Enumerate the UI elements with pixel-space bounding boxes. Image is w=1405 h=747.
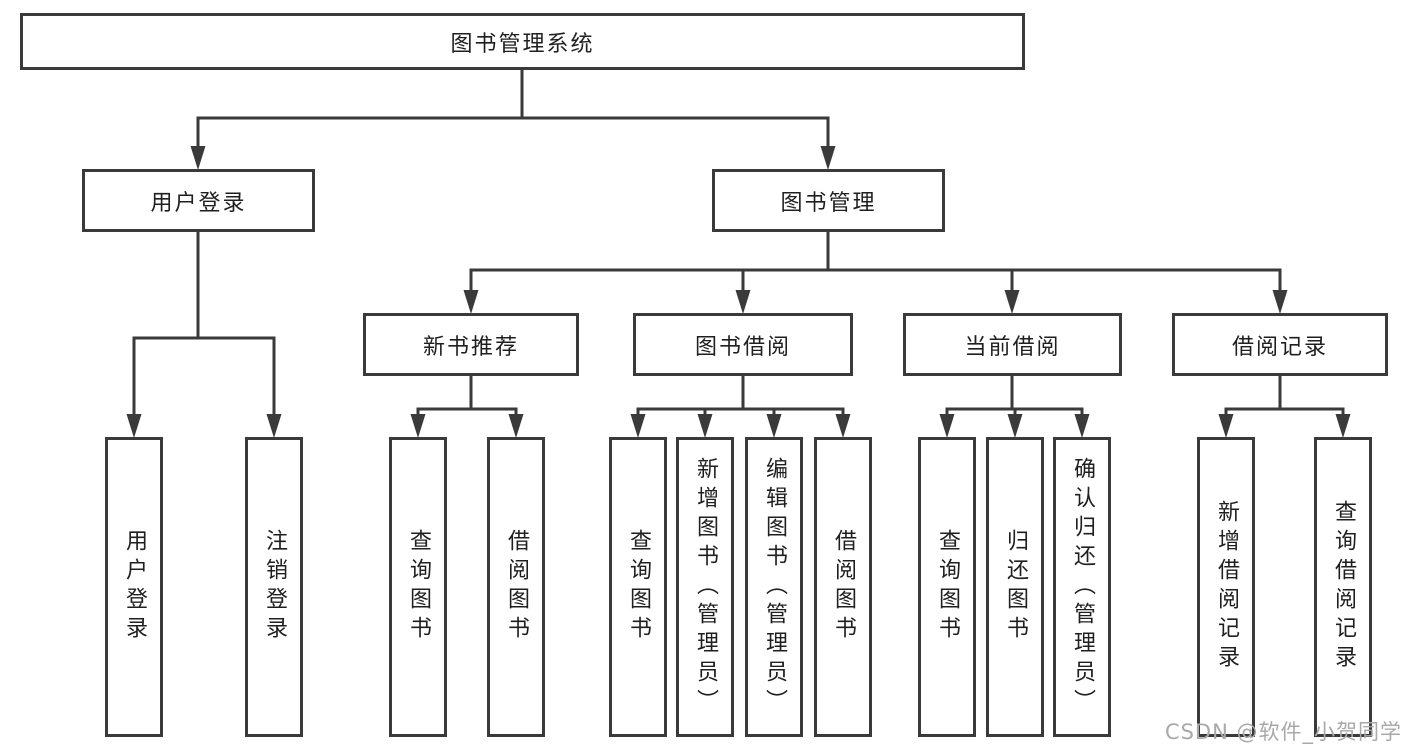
node-label: 查询图书	[935, 529, 960, 645]
arrowheads-book-borrow-leaves	[630, 414, 851, 438]
node-label: 用户登录	[122, 529, 147, 645]
csdn-watermark: CSDN @软件_小贺同学	[1164, 720, 1402, 744]
node-book-management: 图书管理	[712, 169, 945, 232]
node-leaf-edit-books-admin: 编辑图书（管理员）	[745, 437, 803, 737]
node-leaf-add-borrow-record: 新增借阅记录	[1197, 437, 1255, 737]
arrowheads-level3	[463, 290, 1288, 314]
node-library-management-system: 图书管理系统	[20, 13, 1025, 70]
node-label: 新书推荐	[422, 334, 519, 360]
node-leaf-query-borrow-record: 查询借阅记录	[1314, 437, 1372, 737]
connector-book-management-to-level3	[469, 232, 1282, 292]
connector-new-book-recommend-to-leaves	[416, 376, 518, 416]
node-borrow-record: 借阅记录	[1172, 313, 1388, 376]
node-leaf-logout-login: 注销登录	[245, 437, 303, 737]
node-label: 查询图书	[626, 529, 651, 645]
node-new-book-recommend: 新书推荐	[363, 313, 579, 376]
node-leaf-query-books-current: 查询图书	[918, 437, 976, 737]
node-book-borrow: 图书借阅	[633, 313, 853, 376]
node-label: 借阅图书	[831, 529, 856, 645]
arrowheads-borrow-record-leaves	[1218, 414, 1351, 438]
node-label: 图书借阅	[694, 334, 791, 360]
node-label: 查询借阅记录	[1331, 500, 1356, 674]
node-label: 图书管理	[780, 190, 877, 216]
node-leaf-return-books: 归还图书	[986, 437, 1044, 737]
node-leaf-add-books-admin: 新增图书（管理员）	[676, 437, 734, 737]
connector-borrow-record-to-leaves	[1224, 376, 1345, 416]
connector-book-borrow-to-leaves	[636, 376, 845, 416]
node-label: 注销登录	[262, 529, 287, 645]
node-label: 新增图书（管理员）	[693, 456, 718, 718]
node-user-login: 用户登录	[82, 169, 315, 232]
node-label: 借阅记录	[1231, 334, 1328, 360]
node-label: 图书管理系统	[450, 31, 595, 57]
connector-user-login-to-leaves	[132, 232, 276, 416]
node-label: 查询图书	[406, 529, 431, 645]
node-leaf-query-books-recommend: 查询图书	[389, 437, 447, 737]
node-label: 借阅图书	[504, 529, 529, 645]
node-leaf-user-login: 用户登录	[105, 437, 163, 737]
node-label: 编辑图书（管理员）	[762, 456, 787, 718]
node-label: 确认归还（管理员）	[1070, 456, 1095, 718]
connector-current-borrow-to-leaves	[945, 376, 1084, 416]
arrowheads-user-login-leaves	[126, 414, 282, 438]
node-leaf-borrow-books-recommend: 借阅图书	[487, 437, 545, 737]
node-label: 新增借阅记录	[1214, 500, 1239, 674]
connector-root-to-level2	[196, 70, 830, 148]
node-label: 归还图书	[1003, 529, 1028, 645]
node-label: 当前借阅	[964, 334, 1061, 360]
node-leaf-query-books-borrow: 查询图书	[609, 437, 667, 737]
arrowheads-level2	[190, 146, 836, 170]
node-label: 用户登录	[150, 190, 247, 216]
node-current-borrow: 当前借阅	[903, 313, 1122, 376]
arrowheads-current-borrow-leaves	[939, 414, 1090, 438]
node-leaf-borrow-books: 借阅图书	[814, 437, 872, 737]
arrowheads-new-book-recommend-leaves	[410, 414, 524, 438]
node-leaf-confirm-return-admin: 确认归还（管理员）	[1053, 437, 1111, 737]
